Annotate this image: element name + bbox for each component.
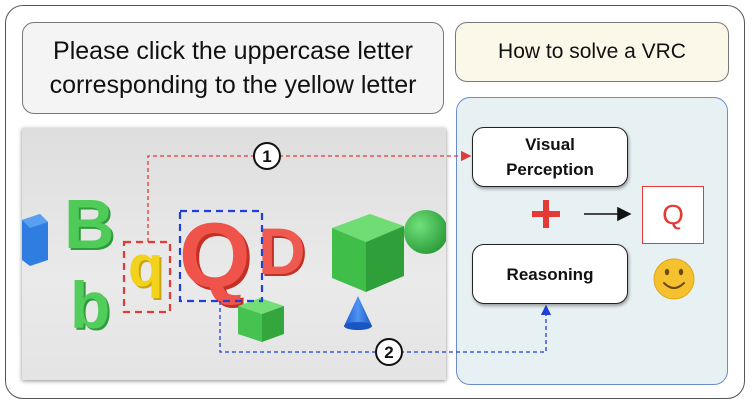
prompt-line-1: Please click the uppercase letter <box>53 37 413 65</box>
visual-perception-line-1: Visual <box>525 135 575 154</box>
letter-b-upper[interactable]: B <box>66 187 117 265</box>
letter-q-upper[interactable]: Q <box>182 208 254 310</box>
green-cube-small[interactable] <box>238 298 284 342</box>
step-marker-2 <box>375 338 403 366</box>
howto-title: How to solve a VRC <box>455 22 729 82</box>
reasoning-box: Reasoning <box>472 244 628 304</box>
perception-connector <box>147 150 472 242</box>
step-marker-1-label: 1 <box>262 147 271 166</box>
captcha-scene[interactable]: B B b b q q Q Q D D <box>22 128 446 380</box>
captcha-prompt: Please click the uppercase letter corres… <box>22 22 444 114</box>
answer-box: Q <box>642 186 704 244</box>
letter-b-lower[interactable]: b <box>72 270 112 344</box>
letter-b-upper-face: B <box>64 185 115 263</box>
target-letter-highlight <box>178 209 264 303</box>
yellow-letter-highlight <box>122 240 172 314</box>
letter-d-upper-face: D <box>258 214 306 288</box>
blue-cone[interactable] <box>344 296 372 330</box>
letter-d-upper[interactable]: D <box>260 216 308 290</box>
letter-b-lower-face: b <box>70 268 110 342</box>
prompt-line-2: corresponding to the yellow letter <box>49 71 417 99</box>
smiley-icon <box>653 258 695 300</box>
visual-perception-line-2: Perception <box>506 160 594 179</box>
letter-q-upper-face: Q <box>179 205 251 307</box>
blue-cube[interactable] <box>22 214 48 266</box>
plus-icon <box>532 200 560 228</box>
green-sphere[interactable] <box>404 210 446 254</box>
step-marker-2-label: 2 <box>384 343 393 362</box>
step-marker-1 <box>253 142 281 170</box>
letter-yellow-q[interactable]: q <box>130 236 165 301</box>
visual-perception-box: Visual Perception <box>472 127 628 187</box>
green-cube-large[interactable] <box>332 214 404 292</box>
letter-yellow-q-face: q <box>128 234 163 299</box>
